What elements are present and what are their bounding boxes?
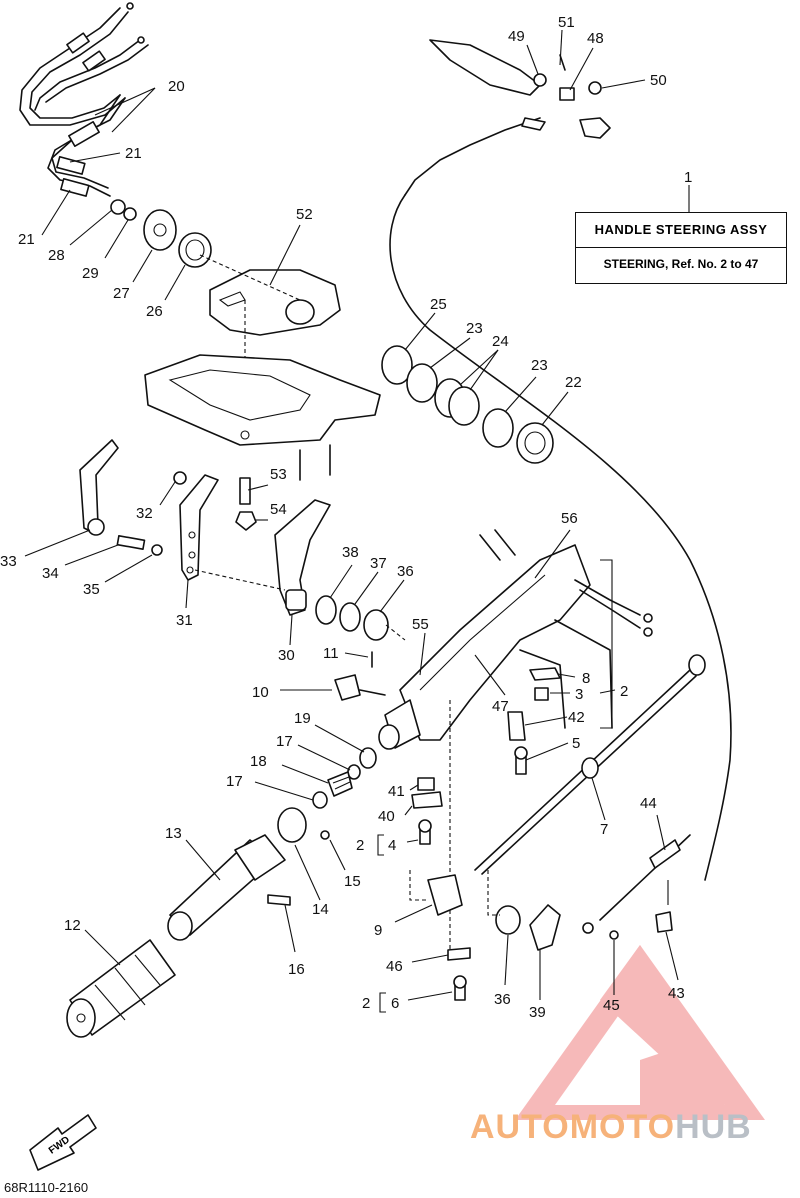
callout-51: 51 — [558, 14, 575, 31]
callout-49: 49 — [508, 28, 525, 45]
info-box-divider — [576, 247, 786, 248]
callout-33: 33 — [0, 553, 17, 570]
watermark-part-a: AUTOMOTO — [470, 1108, 676, 1146]
callout-38: 38 — [342, 544, 359, 561]
callout-29: 29 — [82, 265, 99, 282]
callout-8: 8 — [582, 670, 590, 687]
callout-9: 9 — [374, 922, 382, 939]
callout-25: 25 — [430, 296, 447, 313]
callout-32: 32 — [136, 505, 153, 522]
callout-3: 3 — [575, 686, 583, 703]
callout-31: 31 — [176, 612, 193, 629]
fasteners-right — [507, 667, 561, 775]
callout-4: 4 — [388, 837, 396, 854]
callout-10: 10 — [252, 684, 269, 701]
callout-41: 41 — [388, 783, 405, 800]
callout-14: 14 — [312, 901, 329, 918]
washer-stack — [381, 345, 554, 464]
callout-17: 17 — [226, 773, 243, 790]
callout-43: 43 — [668, 985, 685, 1002]
watermark-part-b: HUB — [675, 1108, 752, 1146]
callout-39: 39 — [529, 1004, 546, 1021]
callout-36: 36 — [494, 991, 511, 1008]
callout-34: 34 — [42, 565, 59, 582]
throttle-cable-assembly — [19, 2, 149, 197]
callout-40: 40 — [378, 808, 395, 825]
callout-48: 48 — [587, 30, 604, 47]
callout-50: 50 — [650, 72, 667, 89]
callout-2: 2 — [620, 683, 628, 700]
watermark-logo — [515, 945, 765, 1120]
steering-arm-parts — [79, 439, 257, 581]
callout-6: 6 — [391, 995, 399, 1012]
callout-53: 53 — [270, 466, 287, 483]
callout-2: 2 — [362, 995, 370, 1012]
callout-28: 28 — [48, 247, 65, 264]
info-box: HANDLE STEERING ASSY STEERING, Ref. No. … — [575, 212, 787, 284]
leader-lines — [24, 29, 690, 1013]
fwd-arrow-icon — [29, 1114, 97, 1171]
info-box-title: HANDLE STEERING ASSY — [594, 222, 768, 237]
callout-47: 47 — [492, 698, 509, 715]
callout-7: 7 — [600, 821, 608, 838]
seal-rings — [315, 595, 406, 641]
info-box-subtitle: STEERING, Ref. No. 2 to 47 — [603, 257, 759, 271]
callout-37: 37 — [370, 555, 387, 572]
throttle-shaft — [474, 654, 706, 934]
callout-24: 24 — [492, 333, 509, 350]
callout-12: 12 — [64, 917, 81, 934]
callout-23: 23 — [466, 320, 483, 337]
callout-45: 45 — [603, 997, 620, 1014]
cable-guide-parts — [110, 199, 212, 268]
callout-55: 55 — [412, 616, 429, 633]
callout-54: 54 — [270, 501, 287, 518]
throttle-friction-lever — [194, 499, 331, 616]
callout-35: 35 — [83, 581, 100, 598]
callout-11: 11 — [323, 645, 339, 662]
callout-20: 20 — [168, 78, 185, 95]
callout-30: 30 — [278, 647, 295, 664]
mount-plate — [144, 354, 381, 481]
callout-27: 27 — [113, 285, 130, 302]
callout-23: 23 — [531, 357, 548, 374]
diagram-code: 68R1110-2160 — [4, 1180, 89, 1195]
callout-numbers: 20 21 21 28 29 27 26 52 51 49 48 50 1 25… — [0, 14, 692, 1021]
callout-21: 21 — [125, 145, 142, 162]
callout-56: 56 — [561, 510, 578, 527]
callout-44: 44 — [640, 795, 657, 812]
callout-22: 22 — [565, 374, 582, 391]
callout-2: 2 — [356, 837, 364, 854]
steering-handle-body — [378, 529, 653, 750]
callout-26: 26 — [146, 303, 163, 320]
callout-15: 15 — [344, 873, 361, 890]
throttle-cable-loop — [389, 194, 732, 881]
steering-bracket — [199, 254, 341, 440]
fasteners-center — [411, 700, 451, 960]
lower-parts — [409, 870, 673, 1001]
callout-1: 1 — [684, 169, 692, 186]
callout-18: 18 — [250, 753, 267, 770]
friction-adjuster — [334, 651, 386, 701]
friction-cable-top — [404, 39, 611, 196]
callout-13: 13 — [165, 825, 182, 842]
throttle-grip — [66, 807, 330, 1038]
callout-21: 21 — [18, 231, 35, 248]
callout-5: 5 — [572, 735, 580, 752]
callout-52: 52 — [296, 206, 313, 223]
callout-16: 16 — [288, 961, 305, 978]
callout-42: 42 — [568, 709, 585, 726]
callout-46: 46 — [386, 958, 403, 975]
spring-set — [312, 747, 377, 809]
watermark-text: AUTOMOTOHUB — [470, 1108, 752, 1147]
callout-36: 36 — [397, 563, 414, 580]
callout-19: 19 — [294, 710, 311, 727]
callout-17: 17 — [276, 733, 293, 750]
